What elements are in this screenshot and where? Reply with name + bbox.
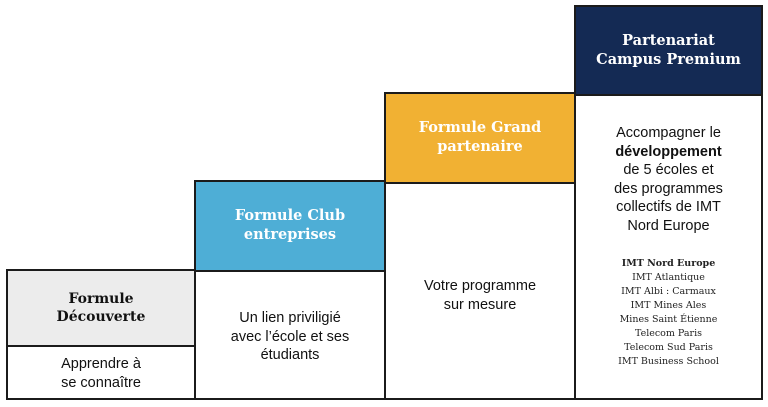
formule-decouverte-column: Formule Découverte Apprendre à se connaî…	[6, 269, 196, 400]
school-list-item: Mines Saint Étienne	[619, 314, 718, 325]
formule-grand-partenaire-title: Formule Grand partenaire	[418, 119, 542, 155]
formule-grand-partenaire-column: Formule Grand partenaire Votre programme…	[384, 92, 576, 400]
school-list-item: IMT Atlantique	[632, 272, 705, 283]
formule-decouverte-header: Formule Découverte	[8, 271, 194, 347]
campus-premium-header: Partenariat Campus Premium	[576, 7, 761, 96]
school-list-item: IMT Nord Europe	[621, 258, 716, 269]
formule-grand-partenaire-header: Formule Grand partenaire	[386, 94, 574, 184]
formule-club-column: Formule Club entreprises Un lien privili…	[194, 180, 386, 400]
formule-decouverte-description: Apprendre à se connaître	[61, 356, 141, 391]
school-list-item: IMT Business School	[618, 356, 719, 367]
campus-premium-line: Nord Europe	[627, 217, 710, 234]
formule-club-header: Formule Club entreprises	[196, 182, 384, 272]
school-list-item: Telecom Paris	[634, 328, 703, 339]
school-list-item: IMT Mines Ales	[630, 300, 707, 311]
campus-premium-line: Accompagner le	[616, 125, 721, 141]
school-list: IMT Nord Europe IMT Atlantique IMT Albi …	[576, 257, 761, 369]
campus-premium-column: Partenariat Campus Premium Accompagner l…	[574, 5, 763, 400]
campus-premium-line: des programmes	[614, 180, 723, 197]
formule-club-description: Un lien priviligié avec l’école et ses é…	[230, 310, 350, 364]
formule-decouverte-title: Formule Découverte	[56, 290, 146, 325]
campus-premium-title: Partenariat Campus Premium	[596, 31, 741, 68]
campus-premium-description: Accompagner le développement de 5 écoles…	[576, 124, 761, 235]
school-list-item: Telecom Sud Paris	[624, 342, 713, 353]
formule-club-title: Formule Club entreprises	[234, 207, 346, 243]
campus-premium-line: collectifs de IMT	[616, 199, 721, 216]
school-list-item: IMT Albi : Carmaux	[621, 286, 716, 297]
campus-premium-line: de 5 écoles et	[623, 162, 714, 179]
campus-premium-line-bold: développement	[615, 143, 722, 160]
formule-grand-partenaire-description: Votre programme sur mesure	[423, 278, 537, 313]
